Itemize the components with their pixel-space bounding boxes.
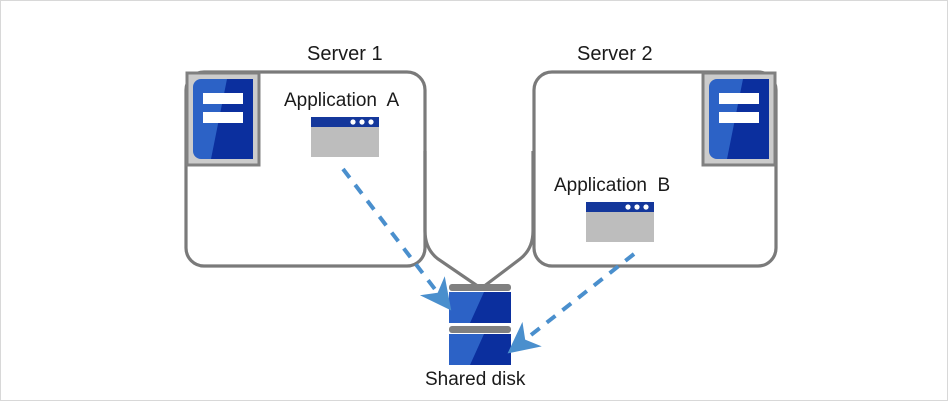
server-2-icon[interactable] [701,71,777,167]
shared-disk-label: Shared disk [425,369,526,390]
disk-bar-bottom [449,326,511,333]
application-b-label: Application B [554,175,671,196]
server-1-title: Server 1 [307,43,383,65]
window-dot-icon [368,119,374,125]
window-dot-icon [359,119,365,125]
shared-disk-icon[interactable] [449,284,511,365]
server-icon-body [193,79,253,159]
server-1-icon[interactable] [185,71,261,167]
server-2-box[interactable] [532,70,778,268]
server-icon-bar-2 [719,112,759,123]
appA-to-disk-arrow[interactable] [341,167,452,311]
window-dot-icon [634,204,640,210]
connector-lines [423,151,535,289]
disk-bar-top [449,284,511,291]
data-flow-arrows [341,167,636,354]
window-dot-icon [643,204,649,210]
server-icon-bar-1 [203,93,243,104]
server-2-title: Server 2 [577,43,653,65]
application-a-window-icon[interactable] [311,117,379,157]
server-icon-body [709,79,769,159]
server-1-box[interactable] [184,70,427,268]
application-b-window-icon[interactable] [586,202,654,242]
disk-platter-1 [449,292,511,323]
window-titlebar [311,117,379,127]
server-icon-bar-1 [719,93,759,104]
server2-to-disk-link [482,151,535,289]
disk-platter-2 [449,334,511,365]
server1-to-disk-link [423,151,480,289]
application-a-label: Application A [284,90,400,111]
window-titlebar [586,202,654,212]
appB-to-disk-arrow[interactable] [507,252,636,354]
window-dot-icon [625,204,631,210]
window-dot-icon [350,119,356,125]
server-icon-bar-2 [203,112,243,123]
